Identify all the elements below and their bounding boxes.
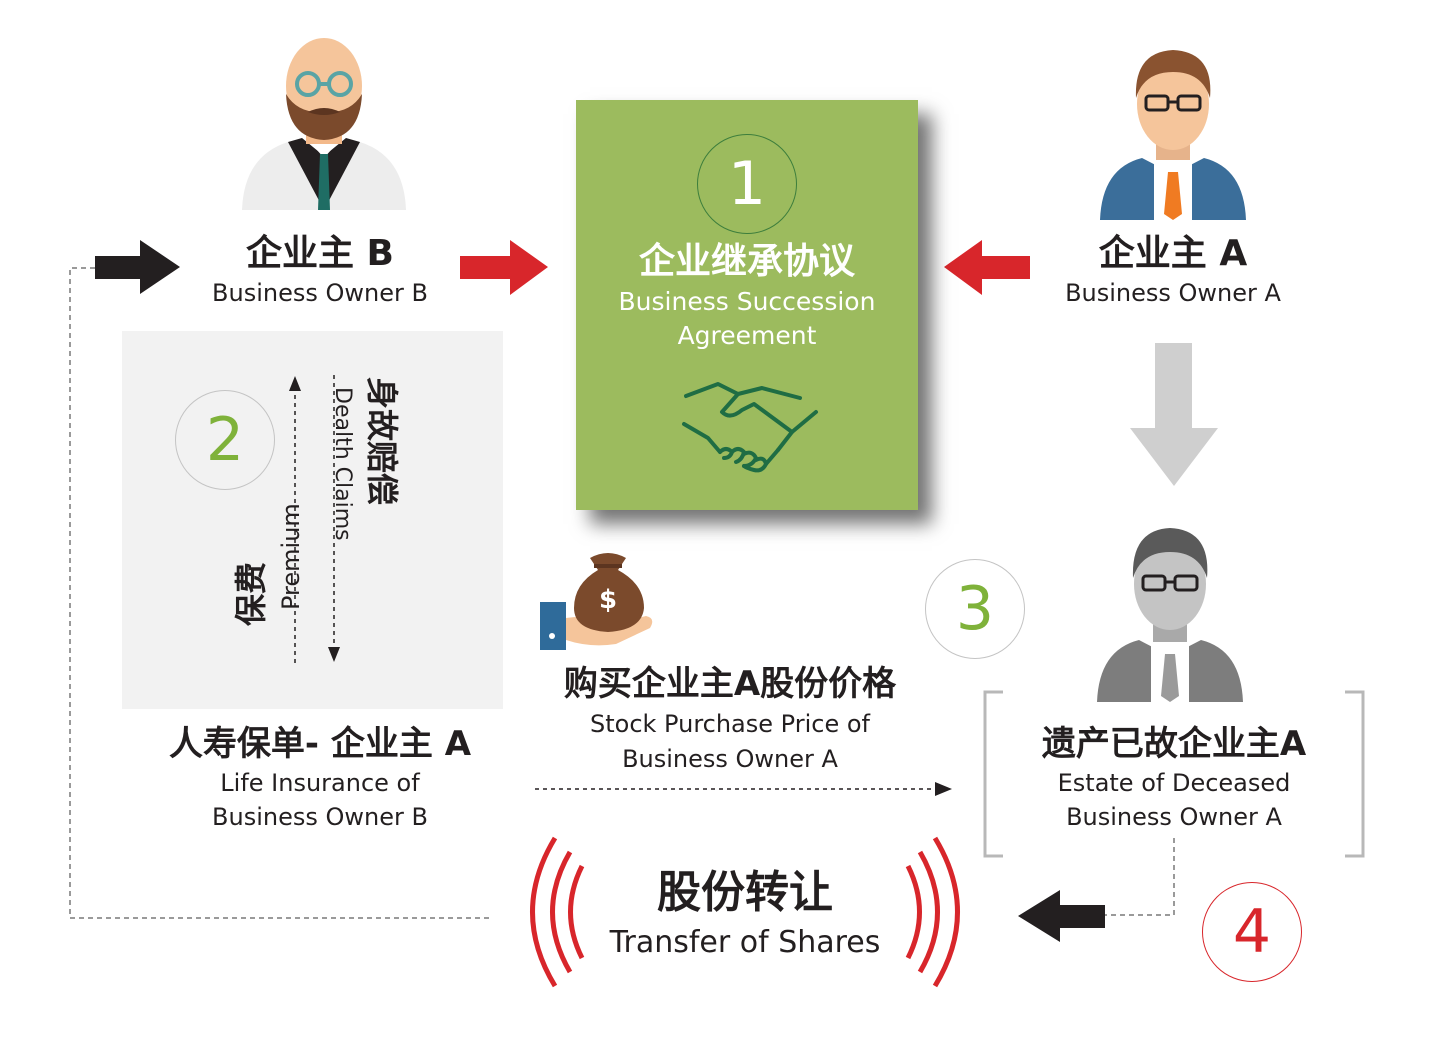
claims-en: Dealth Claims xyxy=(330,387,355,541)
estate-bracket-right xyxy=(1345,690,1365,858)
step-4-badge: 4 xyxy=(1202,882,1302,982)
purchase-label-zh: 购买企业主A股份价格 xyxy=(563,664,897,704)
policy-label-zh: 人寿保单- 企业主 A xyxy=(168,724,472,764)
black-arrow-left-icon xyxy=(1018,890,1105,942)
step-2-badge: 2 xyxy=(175,390,275,490)
owner-a-label-zh: 企业主 A xyxy=(1098,233,1248,274)
agreement-title-en-line1: Business Succession xyxy=(618,287,876,316)
owner-b-label-zh: 企业主 B xyxy=(246,233,394,274)
premium-group: 保费 Premium xyxy=(231,446,305,626)
premium-zh: 保费 xyxy=(232,561,270,626)
transfer-label-zh: 股份转让 xyxy=(657,867,833,918)
purchase-arrowhead-icon xyxy=(935,782,952,796)
estate-dashed-line xyxy=(1105,838,1175,916)
step-3-number: 3 xyxy=(955,574,995,644)
step-3-badge: 3 xyxy=(925,559,1025,659)
estate-label-zh: 遗产已故企业主A xyxy=(1041,724,1307,764)
premium-en: Premium xyxy=(277,503,305,610)
black-arrow-right-icon xyxy=(95,240,180,294)
premium-claims-arrows xyxy=(289,375,340,663)
owner-b-label-en: Business Owner B xyxy=(212,279,428,307)
sound-waves-right-icon xyxy=(905,836,960,988)
deceased-owner-avatar xyxy=(1097,528,1243,702)
red-arrow-right-icon xyxy=(460,240,548,295)
estate-bracket-left xyxy=(983,690,1003,858)
agreement-title-en-line2: Agreement xyxy=(677,321,817,350)
estate-label-en-line1: Estate of Deceased xyxy=(1057,769,1291,797)
purchase-label-en-line1: Stock Purchase Price of xyxy=(590,710,870,738)
insurance-panel: 2 保费 Premium 身故赔偿 Dealth Claims xyxy=(122,331,503,709)
gray-arrow-down-icon xyxy=(1130,343,1218,486)
agreement-box: 1 企业继承协议 Business Succession Agreement xyxy=(576,100,918,510)
policy-label-en-line2: Business Owner B xyxy=(212,803,428,831)
agreement-title-zh: 企业继承协议 xyxy=(638,241,855,282)
svg-text:$: $ xyxy=(599,585,617,615)
step-4-number: 4 xyxy=(1232,897,1272,967)
estate-label-en-line2: Business Owner A xyxy=(1066,803,1282,831)
claims-group: 身故赔偿 Dealth Claims xyxy=(330,377,402,617)
purchase-label-en-line2: Business Owner A xyxy=(622,745,838,773)
transfer-label-en: Transfer of Shares xyxy=(609,925,881,960)
sound-waves-left-icon xyxy=(530,836,585,988)
money-bag-icon: $ xyxy=(540,553,653,650)
step-1-number: 1 xyxy=(727,149,767,219)
step-2-number: 2 xyxy=(205,405,245,475)
step-1-badge: 1 xyxy=(697,134,797,234)
owner-a-label-en: Business Owner A xyxy=(1065,279,1281,307)
policy-label-en-line1: Life Insurance of xyxy=(220,769,420,797)
red-arrow-left-icon xyxy=(944,240,1030,295)
loop-dashed-line xyxy=(69,267,490,919)
handshake-icon xyxy=(682,382,818,473)
owner-a-avatar xyxy=(1100,50,1246,220)
owner-b-avatar xyxy=(242,38,406,210)
claims-zh: 身故赔偿 xyxy=(363,377,401,506)
